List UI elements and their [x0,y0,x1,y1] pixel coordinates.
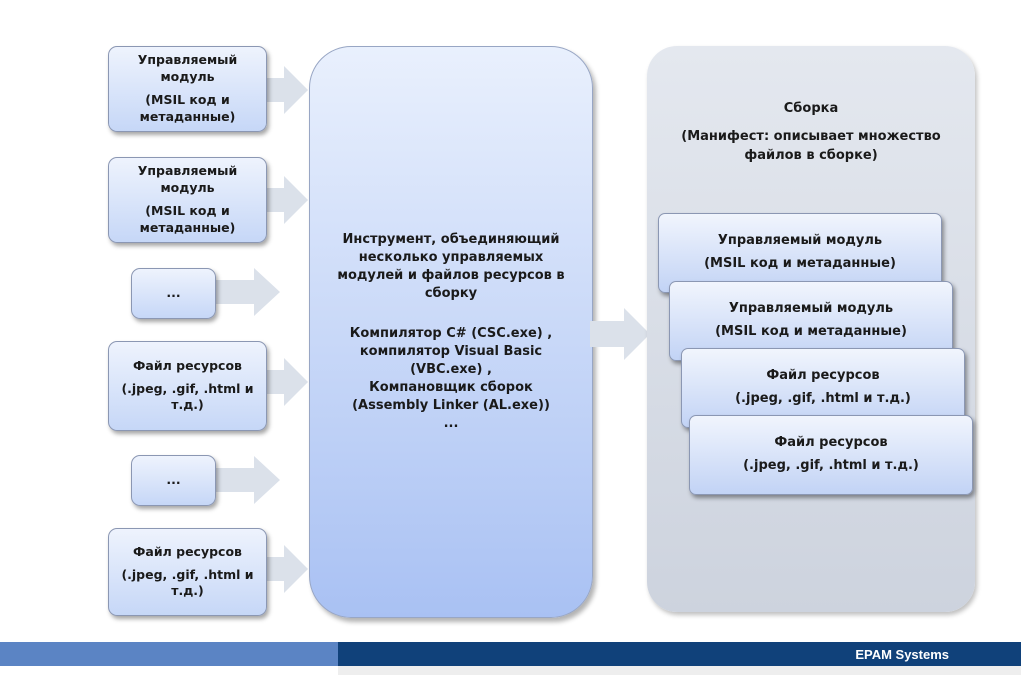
assembly-item-title: Управляемый модуль [728,301,894,317]
arrow-input-6 [264,545,308,593]
arrow-input-3 [214,268,280,316]
assembly-title: Сборка [783,101,839,116]
input-resource-file-2: Файл ресурсов (.jpeg, .gif, .html и т.д.… [108,528,267,616]
assembly-item-subtitle: (.jpeg, .gif, .html и т.д.) [743,458,919,473]
footer-bar-right [338,642,1021,666]
assembly-item-resource-file-1: Файл ресурсов (.jpeg, .gif, .html и т.д.… [681,348,965,428]
input-title: ... [166,285,181,301]
assembly-item-title: Управляемый модуль [717,233,883,249]
footer-brand: EPAM Systems [855,647,949,662]
input-ellipsis-1: ... [131,268,216,319]
assembly-item-resource-file-2: Файл ресурсов (.jpeg, .gif, .html и т.д.… [689,415,973,495]
arrow-to-assembly [590,308,650,360]
input-subtitle: (.jpeg, .gif, .html и т.д.) [121,380,254,413]
arrow-input-5 [214,456,280,504]
arrow-input-2 [264,176,308,224]
input-managed-module-1: Управляемый модуль (MSIL код и метаданны… [108,46,267,132]
footer-shadow [338,666,1021,675]
assembly-item-title: Файл ресурсов [774,435,888,451]
input-title: Управляемый модуль [137,52,238,85]
input-ellipsis-2: ... [131,455,216,506]
input-subtitle: (MSIL код и метаданные) [139,92,236,124]
input-title: Файл ресурсов [133,357,242,373]
footer-bar-left [0,642,338,666]
tool-compiler-cs: Компилятор C# (CSC.exe) , [349,326,553,342]
arrow-input-4 [264,358,308,406]
assembly-manifest: (Манифест: описывает множество файлов в … [681,129,941,163]
input-managed-module-2: Управляемый модуль (MSIL код и метаданны… [108,157,267,243]
input-title: Управляемый модуль [137,163,238,196]
tool-compiler-vb: компилятор Visual Basic (VBC.exe) , [359,344,543,377]
input-title: Файл ресурсов [133,543,242,559]
input-resource-file-1: Файл ресурсов (.jpeg, .gif, .html и т.д.… [108,341,267,431]
input-title: ... [166,472,181,488]
assembly-item-managed-module-1: Управляемый модуль (MSIL код и метаданны… [658,213,942,293]
tool-block: Инструмент, объединяющий несколько управ… [309,46,593,618]
tool-more: ... [443,415,459,431]
assembly-item-subtitle: (MSIL код и метаданные) [704,256,896,271]
tool-title: Инструмент, объединяющий несколько управ… [337,232,565,302]
assembly-item-title: Файл ресурсов [766,368,880,384]
input-subtitle: (MSIL код и метаданные) [139,203,236,235]
tool-linker: Компановщик сборок (Assembly Linker (AL.… [352,379,550,413]
arrow-input-1 [264,66,308,114]
assembly-item-managed-module-2: Управляемый модуль (MSIL код и метаданны… [669,281,953,361]
assembly-item-subtitle: (MSIL код и метаданные) [715,324,907,339]
assembly-item-subtitle: (.jpeg, .gif, .html и т.д.) [735,391,911,406]
assembly-header: Сборка (Манифест: описывает множество фа… [647,100,975,165]
input-subtitle: (.jpeg, .gif, .html и т.д.) [121,566,254,599]
